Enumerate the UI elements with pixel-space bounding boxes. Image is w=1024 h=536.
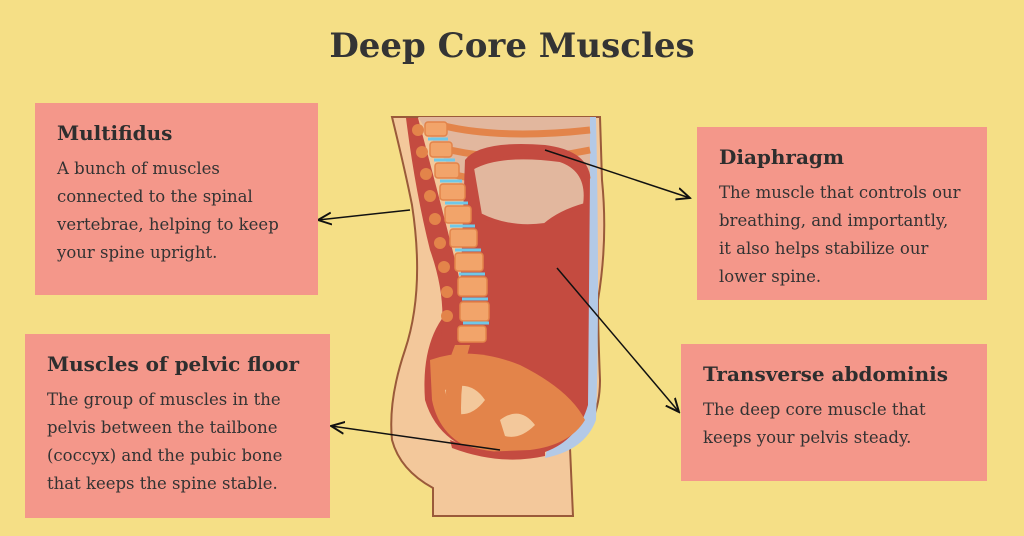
- transverse-arrow: [556, 267, 679, 412]
- label-heading: Multifidus: [57, 121, 173, 145]
- label-text: The group of muscles in the pelvis betwe…: [47, 390, 283, 493]
- label-text: The muscle that controls our breathing, …: [719, 183, 961, 286]
- label-text: A bunch of muscles connected to the spin…: [57, 159, 279, 262]
- label-transverse-abdominis: Transverse abdominis The deep core muscl…: [681, 344, 987, 481]
- label-heading: Transverse abdominis: [703, 362, 948, 386]
- pelvic-floor-arrow: [331, 426, 501, 451]
- diaphragm-arrow: [544, 149, 690, 198]
- diaphragm-dome: [469, 155, 588, 229]
- multifidus-arrow: [318, 209, 411, 220]
- pelvis-openings: [445, 385, 535, 437]
- pelvic-floor-muscle: [450, 440, 545, 460]
- label-multifidus: Multifidus A bunch of muscles connected …: [35, 103, 318, 295]
- label-diaphragm: Diaphragm The muscle that controls our b…: [697, 127, 987, 300]
- label-heading: Muscles of pelvic floor: [47, 352, 299, 376]
- spine: [406, 118, 490, 430]
- pelvis-bones: [430, 353, 585, 452]
- page-title: Deep Core Muscles: [329, 26, 695, 66]
- label-heading: Diaphragm: [719, 145, 845, 169]
- label-pelvic-floor: Muscles of pelvic floor The group of mus…: [25, 334, 330, 518]
- label-text: The deep core muscle that keeps your pel…: [703, 400, 926, 447]
